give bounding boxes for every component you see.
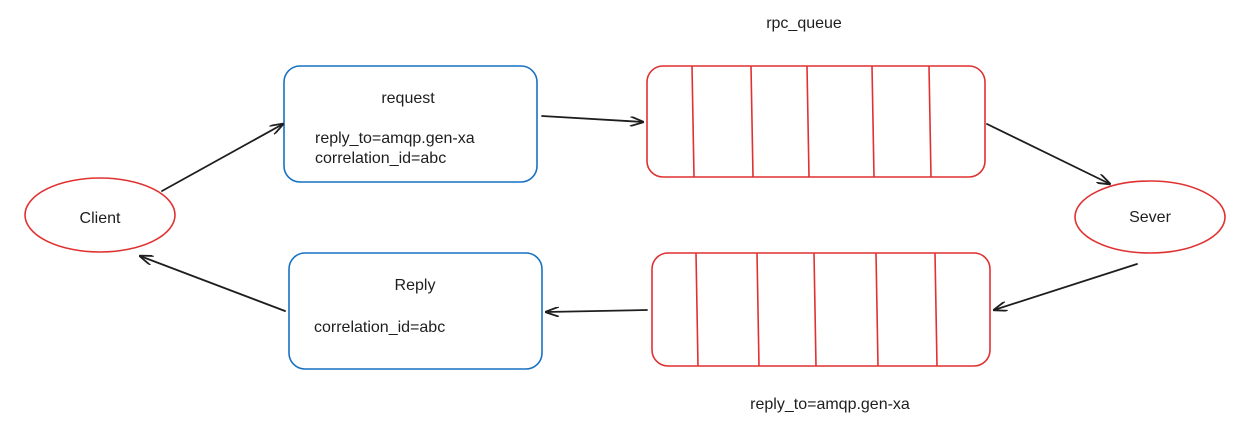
client-ellipse bbox=[24, 177, 176, 253]
reply-queue-box bbox=[651, 252, 991, 367]
reply-box bbox=[288, 252, 543, 370]
reply-correlation-id: correlation_id=abc bbox=[314, 319, 445, 336]
reply-queue-slot-divider bbox=[756, 252, 760, 367]
reply-message: Reply correlation_id=abc bbox=[288, 252, 543, 370]
server-label: Sever bbox=[1129, 209, 1171, 226]
arrow-rpc-queue-to-server bbox=[986, 123, 1110, 184]
rpc-queue-slot-divider bbox=[691, 65, 695, 178]
request-reply-to: reply_to=amqp.gen-xa bbox=[315, 130, 475, 147]
arrow-server-to-reply-queue bbox=[994, 263, 1138, 310]
reply-queue-slot-divider bbox=[695, 252, 699, 367]
server-node: Sever bbox=[1074, 180, 1226, 254]
arrow-reply-to-client bbox=[140, 256, 286, 312]
rpc-queue-slot-divider bbox=[750, 65, 754, 178]
reply-queue-slot-divider bbox=[934, 252, 938, 367]
rpc-queue-slot-divider bbox=[928, 65, 932, 178]
request-title: request bbox=[381, 90, 435, 107]
request-message: request reply_to=amqp.gen-xa correlation… bbox=[283, 65, 538, 183]
rpc-queue-slot-divider bbox=[806, 65, 810, 178]
arrow-client-to-request bbox=[161, 124, 283, 192]
client-label: Client bbox=[80, 210, 121, 227]
arrow-reply-queue-to-reply bbox=[546, 310, 648, 312]
rpc-queue-slot-divider bbox=[871, 65, 875, 178]
server-ellipse bbox=[1074, 180, 1226, 254]
arrow-request-to-rpc-queue bbox=[541, 115, 643, 122]
reply-title: Reply bbox=[395, 277, 436, 294]
reply-queue-slot-divider bbox=[875, 252, 879, 367]
request-correlation-id: correlation_id=abc bbox=[315, 150, 446, 167]
reply-queue-label: reply_to=amqp.gen-xa bbox=[750, 396, 910, 413]
reply-queue-slot-divider bbox=[813, 252, 817, 367]
reply-queue: reply_to=amqp.gen-xa bbox=[651, 252, 991, 413]
rpc-queue-label: rpc_queue bbox=[766, 15, 842, 32]
rpc-queue: rpc_queue bbox=[646, 15, 986, 178]
rpc-queue-box bbox=[646, 65, 986, 178]
client-node: Client bbox=[24, 177, 176, 253]
